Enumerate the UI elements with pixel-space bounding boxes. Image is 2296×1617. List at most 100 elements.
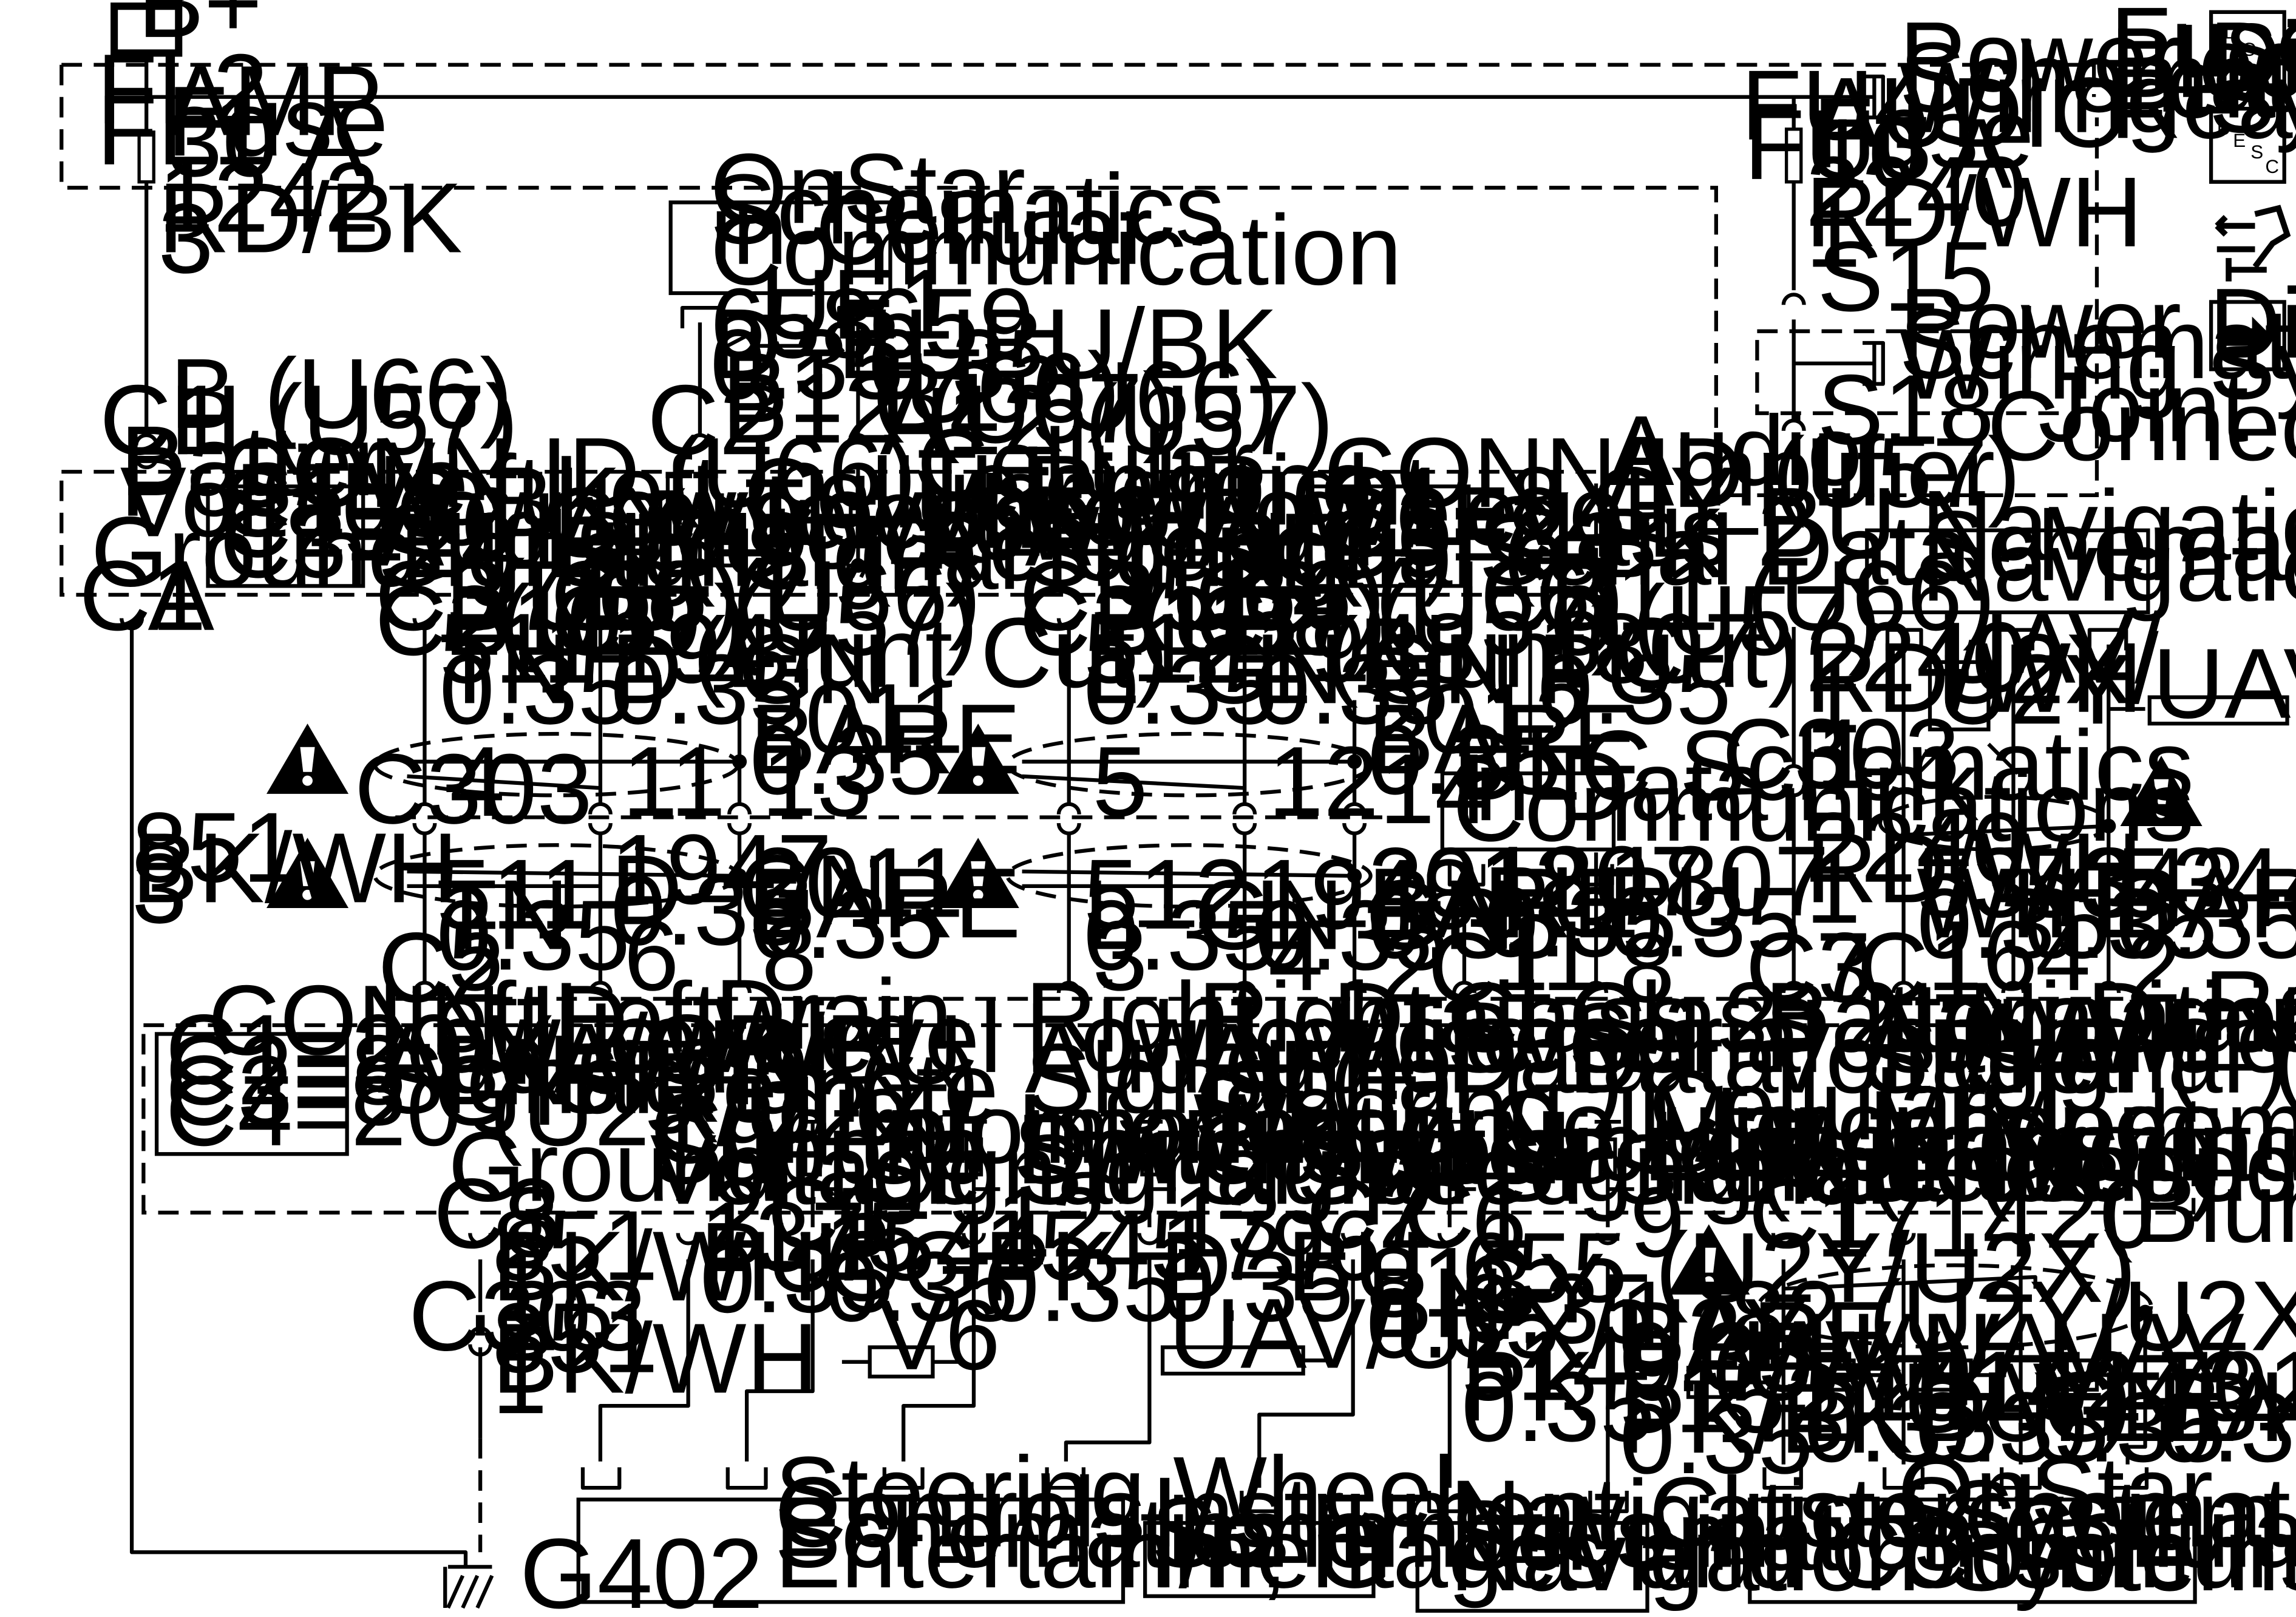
- diagram-label: 512: [1084, 593, 1250, 704]
- connector-pin: [687, 433, 712, 446]
- diagram-label: 5: [448, 900, 503, 1011]
- diagram-label: C3: [433, 1158, 561, 1269]
- diagram-label: 2240: [1805, 602, 2027, 713]
- diagram-label: (Not used): [1977, 1111, 2296, 1222]
- diagram-label: 1375: [700, 1181, 922, 1292]
- diagram-label: (Not used): [1869, 1111, 2296, 1222]
- diagram-label: Audio: [1025, 476, 1279, 587]
- diagram-label: 5141: [1804, 1331, 2026, 1442]
- diagram-label: Joint: [2038, 351, 2248, 463]
- diagram-label: BARE: [2116, 847, 2296, 958]
- diagram-label: 6: [1472, 1167, 1527, 1278]
- diagram-label: C3: [1481, 540, 1608, 651]
- steering-wheel-box: [576, 1497, 1126, 1604]
- diagram-label: 0.35: [1084, 634, 1277, 745]
- connector-pin: [800, 1233, 825, 1246]
- diagram-label: Speed Signal: [1296, 1114, 1889, 1225]
- diagram-label: Steering Wheel: [775, 1436, 1455, 1547]
- connector-pin: [1342, 980, 1367, 994]
- diagram-label: Low Level: [1025, 455, 1473, 566]
- diagram-label: OnStar: [710, 133, 1026, 244]
- diagram-label: AUDIO: [1813, 57, 2128, 168]
- diagram-label: CONN ID (U57): [1323, 417, 2020, 528]
- dlc-schematics-box: [1440, 771, 1616, 852]
- radio-boundary: [141, 1023, 2196, 1215]
- shield-strap: [1022, 759, 1355, 790]
- connector-pin: [134, 456, 159, 470]
- diagram-label: Schematics in: [1151, 1477, 1771, 1588]
- diagram-label: 2: [1379, 912, 1435, 1023]
- diagram-label: BARE: [2157, 1351, 2296, 1462]
- diagram-label: B (U66): [170, 338, 513, 449]
- diagram-label: Low: [1649, 1091, 1832, 1202]
- next-arrow-icon[interactable]: [2209, 300, 2286, 371]
- diagram-label: Communication: [710, 195, 1402, 306]
- diagram-label: 818: [1366, 1227, 1532, 1338]
- uav-u2x-u2y-tag: [1160, 1345, 1305, 1376]
- connector-tool-icon[interactable]: [2215, 205, 2291, 282]
- diagram-label: C2=8 BN: [166, 1014, 572, 1125]
- splice-dot: [2138, 1304, 2153, 1320]
- ue1-box: [750, 314, 807, 348]
- resistor: [658, 490, 678, 544]
- diagram-label: Cellular: [917, 408, 1254, 520]
- diagram-label: 5149 (UAV): [1461, 1310, 1974, 1421]
- warning-mark: [300, 747, 315, 772]
- diagram-label: (U57): [498, 565, 747, 676]
- diagram-label: L–GN: [1084, 613, 1343, 724]
- diagram-label: B7: [445, 540, 567, 651]
- loc-letter: C: [2260, 56, 2274, 78]
- harness-bracket: [882, 1467, 925, 1490]
- diagram-label: in Cellular: [1898, 1477, 2296, 1588]
- connector-pin: [2001, 980, 2026, 994]
- diagram-label: 1: [1805, 643, 1861, 754]
- loc-icon[interactable]: LOC: [2209, 10, 2286, 87]
- diagram-label: Signal (–): [1863, 1003, 2289, 1114]
- diagram-label: Supply: [650, 1093, 954, 1204]
- wire-1375: [598, 1259, 690, 1462]
- diagram-label: B12 (U57): [722, 353, 1175, 464]
- diagram-label: (U66): [1136, 540, 1385, 651]
- diagram-label: Schematics in: [1899, 288, 2296, 399]
- diagram-label: 1807: [1483, 825, 1705, 937]
- nav-schematics-box-top: [1865, 528, 2150, 614]
- diagram-label: D–BU: [710, 288, 976, 399]
- wire-818: [1257, 1259, 1355, 1488]
- diagram-label: 0.35: [2033, 1372, 2226, 1483]
- diagram-label: 5: [835, 1167, 890, 1278]
- diagram-label: C4=20 (U2Y/U2X): [166, 1056, 971, 1167]
- diagram-label: 16: [1927, 900, 2037, 1011]
- warning-mark: [973, 775, 983, 786]
- connector-pin: [727, 802, 752, 815]
- diagram-label: C3: [551, 540, 678, 651]
- harness-bracket: [680, 305, 721, 328]
- diagram-label: Left: [554, 435, 720, 546]
- diagram-label: 0.35: [868, 309, 1062, 420]
- diagram-label: 658: [710, 268, 877, 379]
- diagram-label: FU3: [1744, 89, 1932, 200]
- power-source-label: B+: [138, 0, 262, 58]
- diagram-label: D–GN: [1915, 1351, 2192, 1462]
- diagram-label: Radio: [2204, 950, 2296, 1061]
- resistor: [1598, 1137, 1617, 1177]
- diagram-label: 0.35: [611, 634, 804, 745]
- connector-pin: [846, 433, 871, 446]
- loc-icon-frame: [2209, 10, 2286, 87]
- connector-pin: [1781, 980, 1806, 994]
- harness-bracket: [725, 1467, 768, 1490]
- diagram-label: 0.35: [1620, 1383, 1813, 1494]
- connector-pin: [468, 1344, 493, 1357]
- connector-pin: [727, 980, 752, 994]
- harness-bracket: [1588, 1490, 1629, 1513]
- uav-arrows: [1917, 742, 2019, 775]
- shield-strap: [407, 759, 740, 790]
- diagram-label: 5344: [2116, 827, 2296, 938]
- diagram-label: C1=2 BK: [220, 446, 621, 557]
- diagram-label: Voltage: [1764, 1003, 2096, 1114]
- desc-icon-frame: [2209, 106, 2286, 184]
- diagram-label: DLC Schematics: [1453, 710, 2194, 821]
- diagram-label: YE/BK: [2033, 1351, 2296, 1462]
- loc-letter: L: [2224, 21, 2235, 42]
